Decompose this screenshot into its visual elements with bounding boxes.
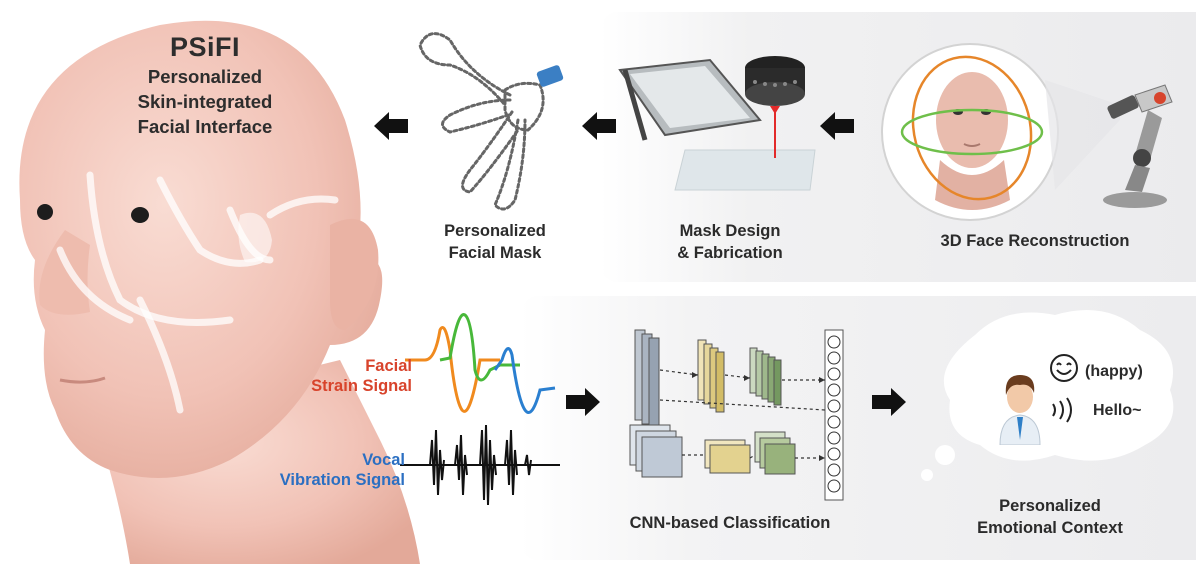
arrow-right-icon [566,388,600,416]
title-line-2: Skin-integrated [137,91,273,112]
mask-design-label-line-2: & Fabrication [677,244,783,262]
arrow-left-icon [820,112,854,140]
facial-mask-label-line-1: Personalized [444,222,546,240]
emotion-label: (happy) [1085,363,1143,380]
speech-label: Hello~ [1093,402,1142,419]
cnn-architecture-diagram [629,329,844,501]
arrow-left-icon [374,112,408,140]
strain-wave-blue [493,347,556,414]
mask-design-label: Mask Design & Fabrication [640,220,820,264]
person-avatar-icon [999,375,1041,445]
head-illustration [19,20,420,564]
facial-strain-line-1: Facial [365,357,412,375]
right-eye [131,207,149,223]
title-main: PSiFI [169,32,240,62]
title-block: PSiFI Personalized Skin-integrated Facia… [95,30,315,139]
cnn-classification-label: CNN-based Classification [629,514,831,532]
emotional-context-line-1: Personalized [999,497,1101,515]
title-line-3: Facial Interface [137,116,273,137]
connector-chip [536,65,564,87]
arrow-right-icon [872,388,906,416]
face-reconstruction-illustration [881,43,1173,221]
vocal-vibration-line-1: Vocal [362,451,405,469]
emotional-context-label: Personalized Emotional Context [940,495,1160,539]
vocal-vibration-label: Vocal Vibration Signal [240,450,405,490]
facial-mask-label: Personalized Facial Mask [410,220,580,264]
vocal-vibration-line-2: Vibration Signal [279,471,405,489]
facial-strain-label: Facial Strain Signal [262,356,412,396]
thought-bubble [921,310,1174,481]
face-reconstruction-label: 3D Face Reconstruction [940,232,1130,250]
mask-fabrication-illustration [618,56,816,191]
facial-mask-label-line-2: Facial Mask [448,244,542,262]
facial-strain-line-2: Strain Signal [311,377,412,395]
title-line-1: Personalized [147,66,263,87]
arrow-left-icon [582,112,616,140]
smile-emoji-icon [1050,354,1078,382]
signal-waveforms [400,313,560,506]
sound-waves-icon [1052,397,1072,423]
left-eye [37,204,53,220]
strain-wave-green [439,313,520,382]
emotional-context-line-2: Emotional Context [977,519,1123,537]
mask-design-label-line-1: Mask Design [679,222,781,240]
vocal-waveform [400,424,560,506]
facial-mask-illustration [418,32,564,211]
